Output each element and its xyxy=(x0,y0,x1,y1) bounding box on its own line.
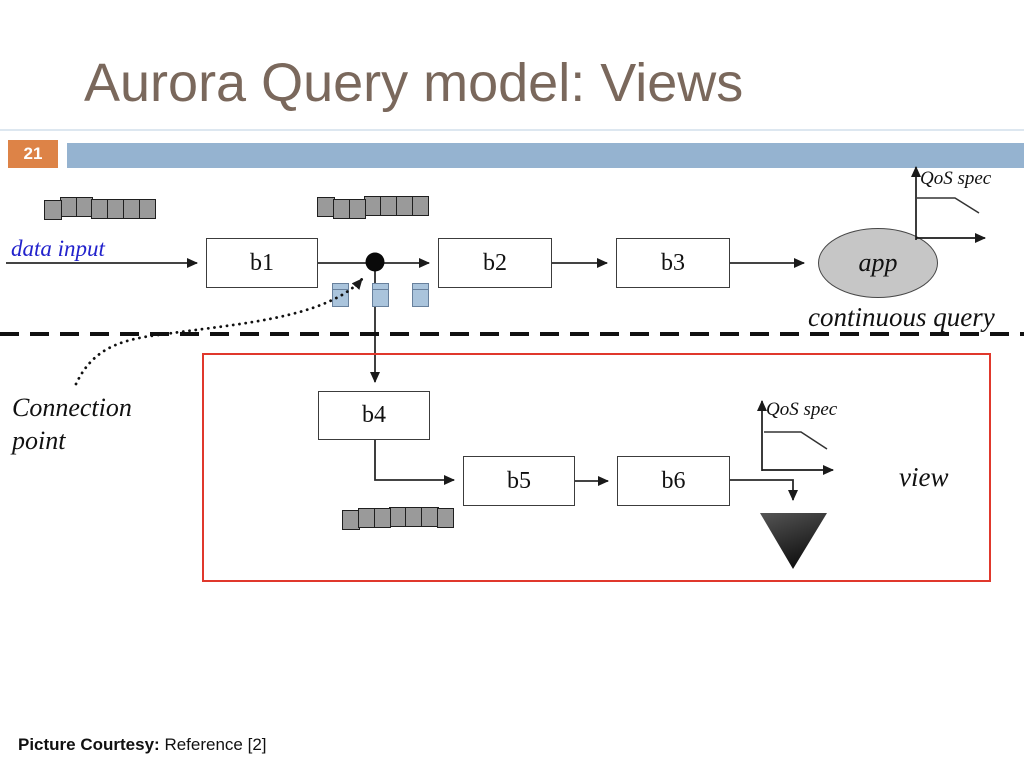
arrow-b4-to-b5 xyxy=(374,440,455,485)
view-label: view xyxy=(899,462,949,492)
page-title: Aurora Query model: Views xyxy=(84,53,744,113)
tuple xyxy=(372,283,389,307)
tuple xyxy=(412,283,429,307)
queue-square xyxy=(138,199,157,219)
operator-box-b3: b3 xyxy=(616,238,730,288)
operator-box-b1: b1 xyxy=(206,238,318,288)
b6-label: b6 xyxy=(661,467,686,494)
connection-point-dot xyxy=(365,252,385,272)
b3-label: b3 xyxy=(661,249,685,276)
slide-number-badge: 21 xyxy=(8,140,58,168)
header-banner-bar xyxy=(67,143,1024,168)
tuple xyxy=(332,283,349,307)
queue-strip-view xyxy=(342,507,455,530)
queue-square xyxy=(348,199,367,219)
slide-number: 21 xyxy=(23,144,43,163)
qos-top-curve xyxy=(917,197,980,214)
tuple-boxes xyxy=(332,283,429,307)
queue-square xyxy=(44,200,62,220)
b4-label: b4 xyxy=(362,402,386,428)
connection-point-line1: Connection xyxy=(12,393,132,422)
qos-view-curve xyxy=(764,431,828,450)
operator-box-b2: b2 xyxy=(438,238,552,288)
queue-square xyxy=(373,508,392,528)
qos-axes-view xyxy=(757,400,834,475)
queue-strip-top-left xyxy=(44,197,157,220)
arrow-b6-to-output xyxy=(730,479,798,501)
operator-box-b4: b4 xyxy=(318,391,430,440)
footer-credit-label: Picture Courtesy: xyxy=(18,735,160,754)
b5-label: b5 xyxy=(507,467,531,494)
app-node: app xyxy=(818,228,938,298)
app-label: app xyxy=(858,248,898,277)
connection-point-label: Connection point xyxy=(12,391,132,457)
queue-strip-top-middle xyxy=(317,196,430,219)
continuous-query-label: continuous query xyxy=(808,302,995,332)
header-rule xyxy=(0,129,1024,131)
operator-box-b6: b6 xyxy=(617,456,730,506)
dotted-pointer-to-connection-point xyxy=(74,277,364,386)
qos-spec-top-label: QoS spec xyxy=(920,168,992,189)
qos-axes-top xyxy=(911,166,986,243)
output-sink-triangle xyxy=(760,513,827,569)
view-boundary-rect xyxy=(202,353,991,582)
data-input-label: data input xyxy=(11,236,105,261)
footer-credit-reference: Reference [2] xyxy=(164,735,267,754)
b2-label: b2 xyxy=(483,249,507,276)
queue-square xyxy=(436,508,455,528)
connection-point-line2: point xyxy=(12,426,66,455)
b1-label: b1 xyxy=(250,249,274,276)
queue-square xyxy=(411,196,430,216)
qos-spec-view-label: QoS spec xyxy=(766,399,838,420)
operator-box-b5: b5 xyxy=(463,456,575,506)
footer-credit: Picture Courtesy: Reference [2] xyxy=(18,735,267,755)
